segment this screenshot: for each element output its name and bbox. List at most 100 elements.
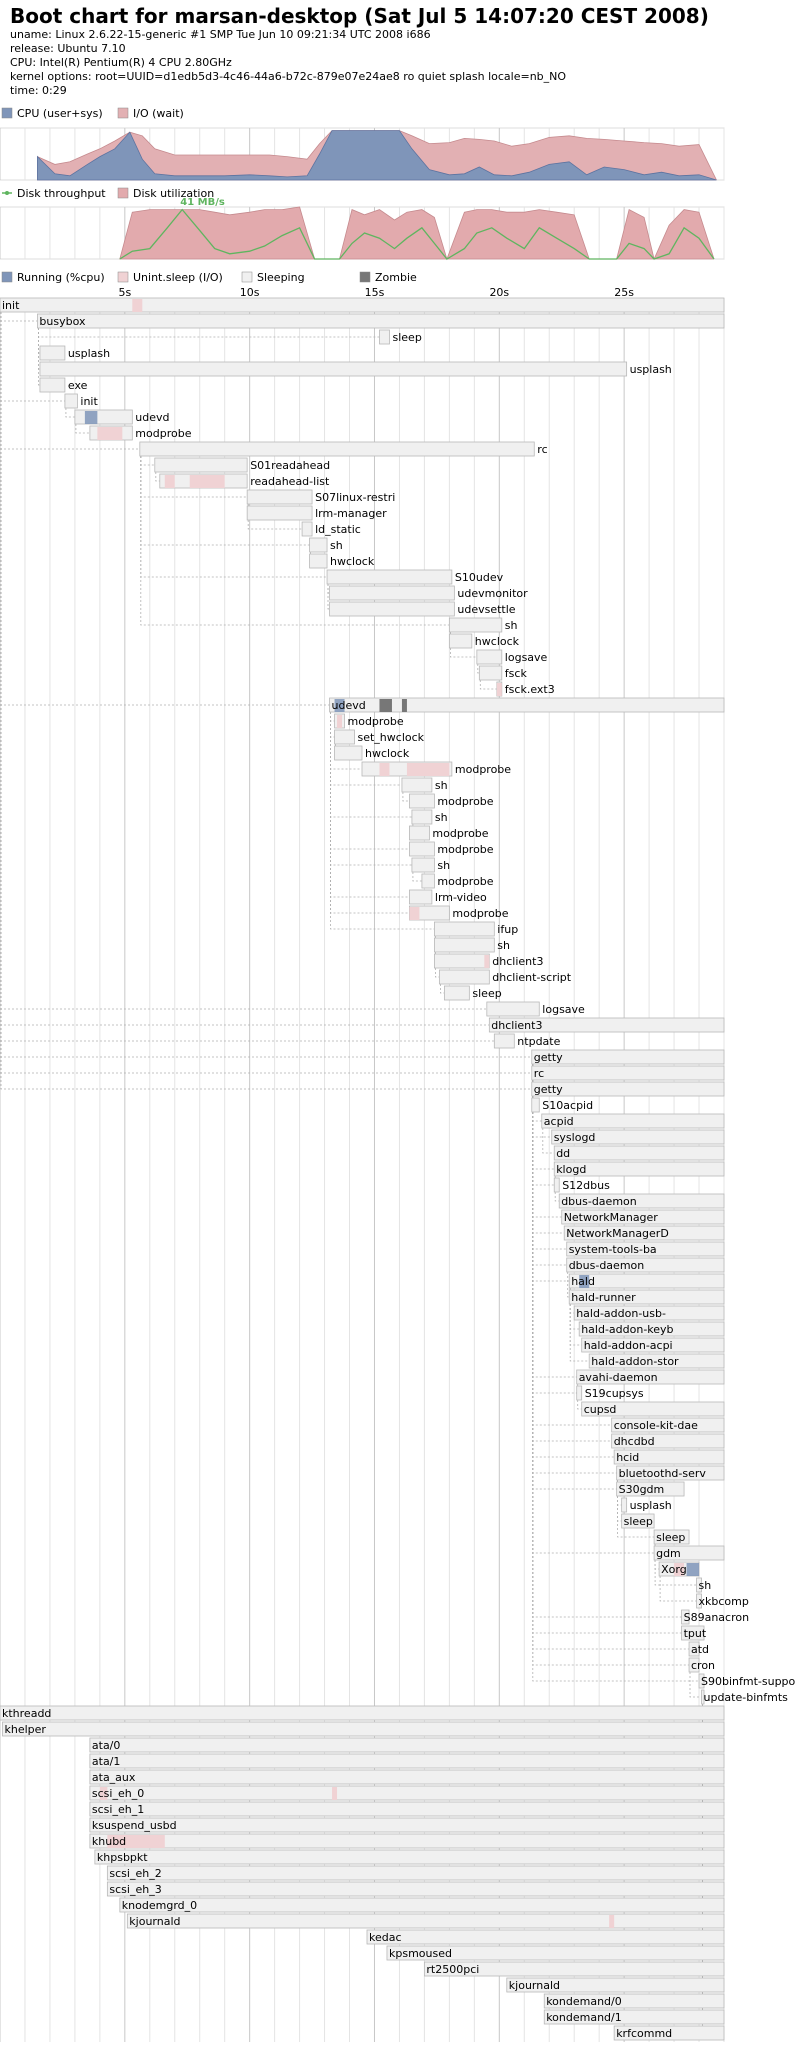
disk-throughput-line bbox=[119, 208, 715, 260]
x-tick-label: 5s bbox=[118, 286, 131, 299]
kernel-options-line: kernel options: root=UUID=d1edb5d3-4c46-… bbox=[10, 70, 567, 83]
process-bar bbox=[329, 585, 455, 601]
process-name: usplash bbox=[630, 363, 672, 376]
legend-label: CPU (user+sys) bbox=[17, 107, 103, 120]
process-io-segment bbox=[189, 475, 225, 488]
process-name: S01readahead bbox=[250, 459, 330, 472]
process-bar bbox=[139, 441, 535, 457]
process-name: hald bbox=[571, 1275, 595, 1288]
process-name: busybox bbox=[39, 315, 86, 328]
process-bar bbox=[39, 377, 66, 393]
process-name: hald-addon-stor bbox=[591, 1355, 679, 1368]
process-bar bbox=[309, 553, 328, 569]
process-name: modprobe bbox=[348, 715, 404, 728]
process-bar bbox=[531, 1081, 725, 1097]
process-name: modprobe bbox=[432, 827, 488, 840]
x-tick-label: 25s bbox=[614, 286, 634, 299]
process-bar bbox=[581, 1337, 725, 1353]
process-bar bbox=[561, 1209, 725, 1225]
process-name: hcid bbox=[616, 1451, 639, 1464]
process-bar bbox=[37, 313, 725, 329]
process-name: modprobe bbox=[135, 427, 191, 440]
process-name: update-binfmts bbox=[704, 1691, 789, 1704]
process-name: atd bbox=[691, 1643, 709, 1656]
process-bar bbox=[621, 1497, 628, 1513]
process-name: getty bbox=[534, 1083, 563, 1096]
process-io-segment bbox=[409, 907, 420, 920]
process-name: syslogd bbox=[554, 1131, 596, 1144]
process-name: readahead-list bbox=[250, 475, 330, 488]
process-bar bbox=[326, 569, 453, 585]
process-bar bbox=[553, 1161, 725, 1177]
release-line: release: Ubuntu 7.10 bbox=[10, 42, 126, 55]
process-bar bbox=[409, 889, 433, 905]
process-name: dhclient3 bbox=[492, 955, 543, 968]
process-bar bbox=[553, 1177, 560, 1193]
disk-chart: 41 MB/s bbox=[0, 197, 725, 261]
parent-connector bbox=[689, 1672, 702, 1698]
process-bar bbox=[39, 345, 66, 361]
process-bar bbox=[401, 777, 433, 793]
process-bar bbox=[688, 1657, 700, 1673]
process-bar bbox=[616, 1481, 685, 1497]
process-bar bbox=[493, 1033, 515, 1049]
process-name: dhclient-script bbox=[492, 971, 571, 984]
process-name: udevd bbox=[135, 411, 169, 424]
process-bar bbox=[611, 1433, 725, 1449]
process-bar bbox=[433, 937, 495, 953]
parent-connector bbox=[477, 664, 480, 674]
parent-connector bbox=[435, 968, 440, 978]
process-bar bbox=[701, 1689, 705, 1705]
process-bar bbox=[409, 793, 435, 809]
parent-connector bbox=[330, 712, 335, 722]
process-bar bbox=[616, 1465, 725, 1481]
process-bar bbox=[433, 953, 490, 969]
process-io-segment bbox=[164, 475, 175, 488]
parent-connector bbox=[402, 792, 410, 802]
process-bar bbox=[531, 1097, 540, 1113]
process-name: rc bbox=[537, 443, 547, 456]
parent-connector bbox=[140, 456, 450, 626]
process-name: udevd bbox=[332, 699, 366, 712]
legend-label: Zombie bbox=[375, 271, 417, 284]
process-name: ksuspend_usbd bbox=[92, 1819, 177, 1832]
process-bar bbox=[301, 521, 313, 537]
process-bar bbox=[89, 1785, 725, 1801]
process-bar bbox=[581, 1401, 725, 1417]
process-name: NetworkManagerD bbox=[566, 1227, 669, 1240]
process-name: sh bbox=[699, 1579, 712, 1592]
process-name: S10udev bbox=[455, 571, 504, 584]
process-name: hwclock bbox=[365, 747, 410, 760]
process-bar bbox=[329, 697, 725, 713]
process-name: kondemand/1 bbox=[546, 2011, 622, 2024]
process-name: S07linux-restri bbox=[315, 491, 395, 504]
process-bar bbox=[531, 1065, 725, 1081]
process-bar bbox=[379, 329, 390, 345]
process-bar bbox=[578, 1321, 725, 1337]
process-name: ld_static bbox=[315, 523, 361, 536]
process-bar bbox=[681, 1625, 705, 1641]
uname-line: uname: Linux 2.6.22-15-generic #1 SMP Tu… bbox=[10, 28, 431, 41]
process-name: sleep bbox=[624, 1515, 653, 1528]
process-name: S90binfmt-suppo bbox=[701, 1675, 796, 1688]
process-name: S12dbus bbox=[562, 1179, 610, 1192]
process-bar bbox=[329, 601, 455, 617]
process-name: init bbox=[80, 395, 98, 408]
process-bar bbox=[89, 1817, 725, 1833]
process-name: kpsmoused bbox=[389, 1947, 452, 1960]
process-name: knodemgrd_0 bbox=[122, 1899, 197, 1912]
process-bar bbox=[448, 633, 473, 649]
process-name: S10acpid bbox=[542, 1099, 593, 1112]
legend-label: I/O (wait) bbox=[133, 107, 184, 120]
process-cpu-segment bbox=[84, 411, 98, 424]
process-io-segment bbox=[484, 955, 490, 968]
process-name: hald-runner bbox=[571, 1291, 636, 1304]
process-name: udevmonitor bbox=[457, 587, 528, 600]
process-name: usplash bbox=[68, 347, 110, 360]
parent-connector bbox=[330, 712, 435, 930]
process-name: fsck.ext3 bbox=[505, 683, 555, 696]
process-name: ata_aux bbox=[92, 1771, 136, 1784]
parent-connector bbox=[0, 312, 38, 322]
process-name: S19cupsys bbox=[585, 1387, 644, 1400]
